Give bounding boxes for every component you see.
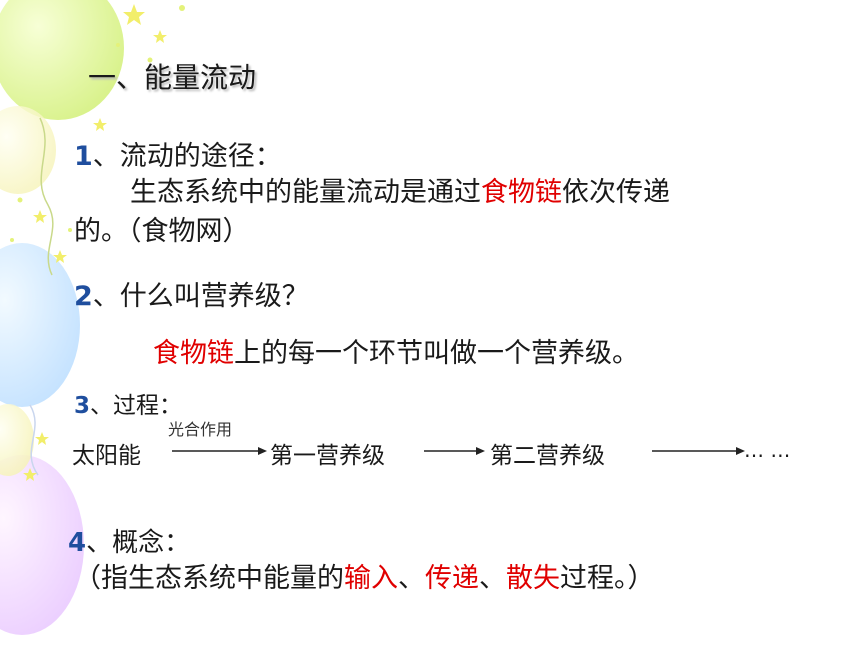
balloon-green [0, 0, 124, 120]
flow-source: 太阳能 [72, 443, 141, 469]
section-4-heading-text: 、概念： [86, 528, 191, 558]
section-1-body-text-after: 依次传递 [562, 177, 670, 208]
section-2-answer-text: 上的每一个环节叫做一个营养级。 [234, 338, 639, 369]
balloon-string [29, 404, 39, 476]
section-4-separator: 、 [398, 563, 425, 594]
section-1-highlight: 食物链 [481, 177, 562, 208]
section-3-heading: 3、过程： [74, 386, 182, 420]
balloon-purple [0, 455, 84, 635]
section-4-text-post: 过程。） [560, 563, 655, 594]
section-4-highlight-input: 输入 [344, 563, 398, 594]
section-3-number: 3 [74, 393, 91, 419]
flow-arrow-3 [652, 447, 745, 455]
section-4-highlight-loss: 散失 [506, 563, 560, 594]
section-4-heading: 4、概念： [68, 522, 190, 559]
balloon-blue [0, 243, 80, 407]
section-1-body-text: 生态系统中的能量流动是通过 [130, 177, 481, 208]
flow-arrow-2 [424, 447, 485, 455]
section-3-heading-text: 、过程： [90, 393, 183, 419]
balloon-string [39, 117, 54, 276]
sparkle-stars [23, 4, 167, 481]
slide-title: 一、能量流动 [88, 61, 257, 94]
flow-level-1: 第一营养级 [270, 443, 385, 469]
balloon-yellow-top [0, 106, 56, 194]
section-2-answer: 食物链上的每一个环节叫做一个营养级。 [153, 331, 639, 370]
section-2-heading-text: 、什么叫营养级？ [92, 281, 309, 312]
section-4-number: 4 [68, 528, 87, 558]
section-4-separator: 、 [479, 563, 506, 594]
energy-flow-diagram: 太阳能 光合作用 第一营养级 第二营养级 … … [72, 414, 832, 474]
flow-ellipsis: … … [744, 438, 791, 462]
section-2-number: 2 [74, 281, 93, 312]
section-4-definition: （指生态系统中能量的输入、传递、散失过程。） [74, 556, 655, 595]
balloon-yellow-low [0, 404, 34, 476]
section-1-heading-text: 、流动的途径： [92, 141, 282, 172]
flow-arrow-1 [172, 447, 267, 455]
section-4-text-pre: （指生态系统中能量的 [74, 563, 344, 594]
flow-arrow-1-label: 光合作用 [168, 420, 233, 439]
section-1-body-line2: 的。（食物网） [74, 216, 250, 247]
section-2-heading: 2、什么叫营养级？ [74, 274, 309, 313]
section-1-body-line1: 生态系统中的能量流动是通过食物链依次传递 [130, 170, 670, 209]
sparkle-dots [10, 5, 185, 242]
section-1-number: 1 [74, 141, 93, 172]
section-1-heading: 1、流动的途径： [74, 134, 282, 173]
section-2-highlight: 食物链 [153, 338, 234, 369]
flow-level-2: 第二营养级 [490, 443, 605, 469]
section-4-highlight-transfer: 传递 [425, 563, 479, 594]
